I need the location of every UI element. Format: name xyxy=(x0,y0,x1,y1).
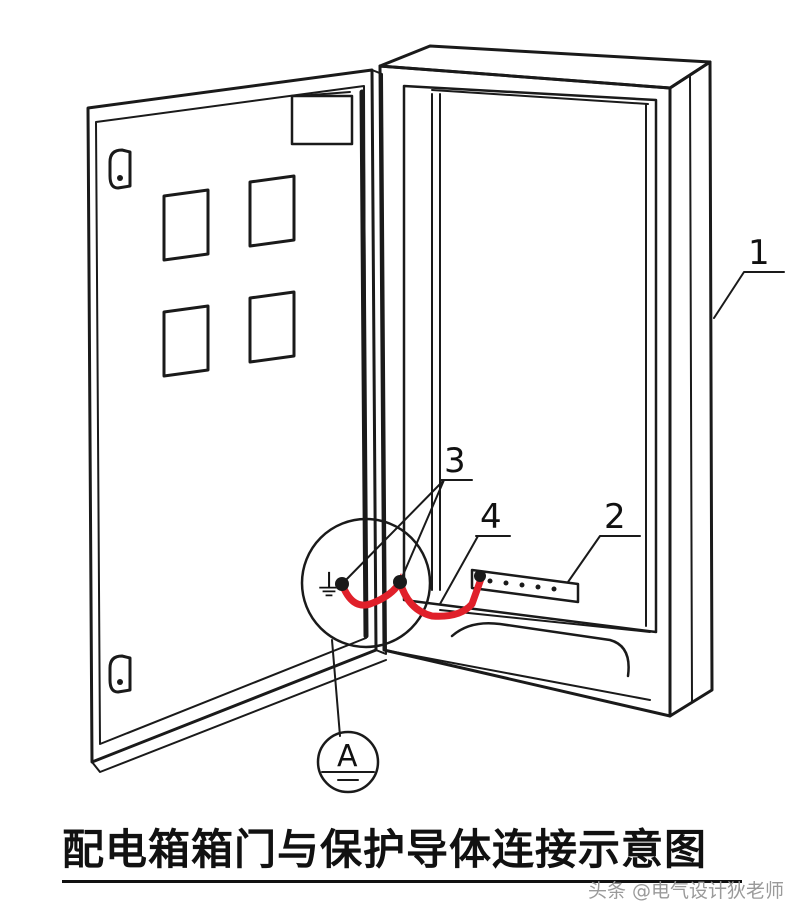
meter-windows xyxy=(162,174,296,378)
cabinet-door xyxy=(86,68,387,773)
detail-marker: A xyxy=(316,730,380,794)
leader-lines xyxy=(331,271,785,737)
door-lock-bottom xyxy=(108,654,132,694)
callout-3: 3 xyxy=(444,441,466,481)
callout-2: 2 xyxy=(604,497,626,537)
protective-conductor xyxy=(335,570,486,620)
door-nameplate xyxy=(290,94,354,146)
callout-1: 1 xyxy=(748,233,770,273)
detail-marker-letter: A xyxy=(337,739,358,774)
cabinet-body xyxy=(378,44,714,718)
diagram-caption: 配电箱箱门与保护导体连接示意图 xyxy=(62,826,742,883)
watermark: 头条 @电气设计狄老师 xyxy=(588,880,785,902)
pe-busbar xyxy=(470,568,580,604)
callout-4: 4 xyxy=(480,497,502,537)
door-lock-top xyxy=(108,148,132,190)
